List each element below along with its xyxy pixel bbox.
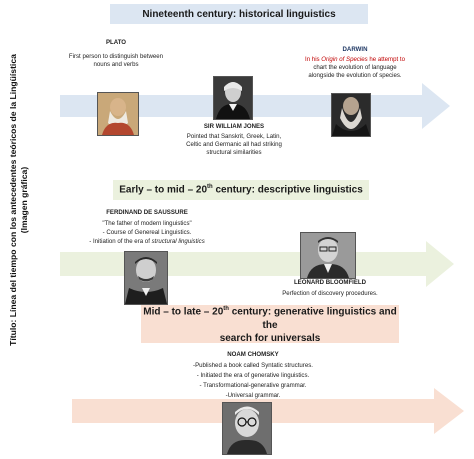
jones-name: SIR WILLIAM JONES	[203, 123, 265, 130]
bloomfield-portrait	[300, 232, 356, 279]
side-title-line2: (Imagen gráfica)	[19, 166, 29, 234]
banner-nineteenth-century: Nineteenth century: historical linguisti…	[110, 4, 368, 24]
darwin-name: DARWIN	[342, 46, 368, 53]
chomsky-portrait	[222, 402, 272, 455]
chomsky-caption: NOAM CHOMSKY -Published a book called Sy…	[190, 351, 316, 400]
jones-caption: SIR WILLIAM JONES Pointed that Sanskrit,…	[176, 123, 292, 157]
timeline-arrow-early-mid	[60, 241, 454, 287]
chomsky-name: NOAM CHOMSKY	[227, 351, 279, 358]
banner-early-mid-text: Early – to mid – 20th century: descripti…	[119, 184, 363, 196]
timeline-arrow-nineteenth	[60, 83, 450, 129]
jones-portrait	[213, 76, 253, 120]
jones-desc-3: structural similarities	[206, 149, 262, 156]
bloomfield-caption: LEONARD BLOOMFIELD Perfection of discove…	[272, 279, 388, 298]
banner-mid-late-century: Mid – to late – 20th century: generative…	[141, 305, 399, 344]
bloomfield-name: LEONARD BLOOMFIELD	[293, 279, 367, 286]
plato-caption: PLATO First person to distinguish betwee…	[56, 39, 176, 69]
saussure-desc-1: "The father of modern linguistics"	[102, 220, 192, 227]
saussure-name: FERDINAND DE SAUSSURE	[106, 209, 188, 216]
saussure-desc-2: - Course of Genereal Linguistics.	[102, 229, 192, 236]
saussure-desc-3: - Initiation of the era of structural li…	[89, 238, 205, 245]
darwin-desc-3: alongside the evolution of species.	[308, 72, 402, 79]
saussure-portrait	[124, 251, 168, 305]
darwin-desc-1: In his Origin of Species he attempt to	[305, 56, 405, 63]
plato-desc-1: First person to distinguish between	[68, 53, 164, 60]
plato-portrait	[97, 92, 139, 136]
banner-mid-late-line2: search for universals	[219, 332, 321, 344]
side-title-line1: Título: Línea del tiempo con los anteced…	[8, 54, 18, 346]
darwin-caption: DARWIN In his Origin of Species he attem…	[295, 46, 415, 80]
bloomfield-desc: Perfection of discovery procedures.	[282, 290, 378, 297]
jones-desc-1: Pointed that Sanskrit, Greek, Latin,	[186, 133, 282, 140]
plato-desc-2: nouns and verbs	[93, 61, 139, 68]
jones-desc-2: Celtic and Germanic all had striking	[186, 141, 282, 148]
saussure-caption: FERDINAND DE SAUSSURE "The father of mod…	[82, 209, 212, 246]
chomsky-desc-2: - Initiated the era of generative lingui…	[196, 372, 310, 379]
darwin-desc-2: chart the evolution of language	[313, 64, 397, 71]
darwin-portrait	[331, 93, 371, 137]
banner-mid-late-line1: Mid – to late – 20th century: generative…	[143, 306, 397, 331]
side-title: Título: Línea del tiempo con los anteced…	[0, 0, 41, 459]
chomsky-desc-3: - Transformational-generative grammar.	[199, 382, 307, 389]
banner-early-mid-century: Early – to mid – 20th century: descripti…	[113, 180, 369, 200]
banner-nineteenth-text: Nineteenth century: historical linguisti…	[142, 8, 336, 20]
plato-name: PLATO	[105, 39, 127, 46]
chomsky-desc-4: -Universal grammar.	[225, 392, 281, 399]
chomsky-desc-1: -Published a book called Syntatic struct…	[193, 362, 313, 369]
